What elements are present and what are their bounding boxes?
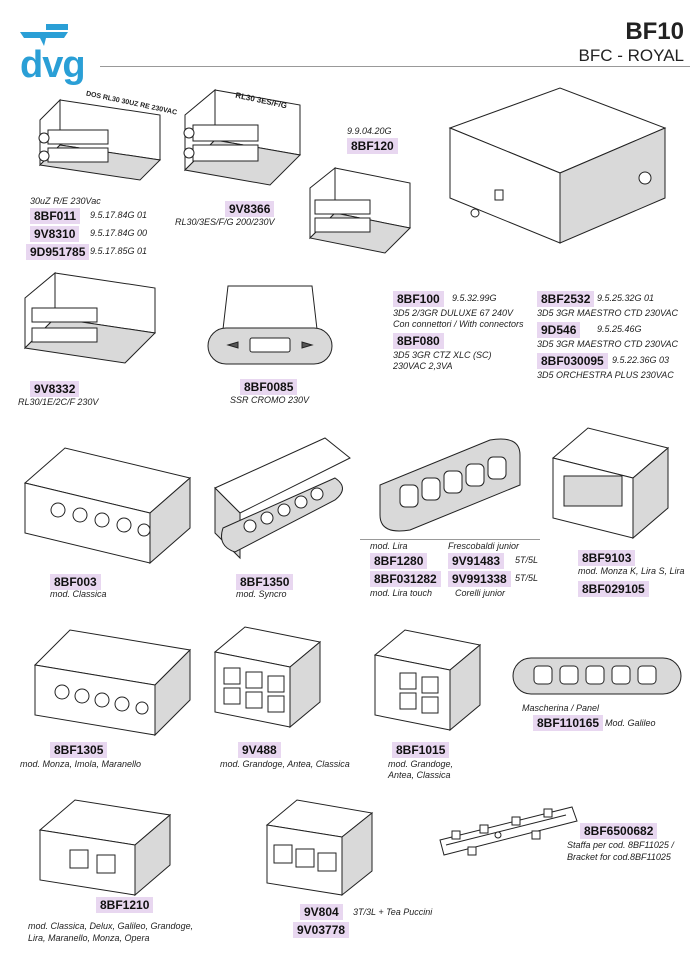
keypad-2-button-illustration xyxy=(38,799,172,897)
item-h-code: 8BF003 xyxy=(50,574,101,590)
item-q-code-2: 9V03778 xyxy=(293,922,350,938)
item-a-ref-1: 9.5.17.84G 01 xyxy=(90,210,148,220)
control-box-3d5-illustration xyxy=(448,87,667,244)
item-a-code-2: 9V8310 xyxy=(30,226,80,242)
item-r-desc-1: Staffa per cod. 8BF11025 / xyxy=(567,840,674,850)
item-f-desc: RL30/1E/2C/F 230V xyxy=(18,397,99,407)
item-b-desc: RL30/3ES/F/G 200/230V xyxy=(175,217,275,227)
keypad-monza-illustration xyxy=(33,629,192,737)
item-e-code-1: 8BF2532 xyxy=(537,291,595,307)
item-a-ref-2: 9.5.17.84G 00 xyxy=(90,228,148,238)
item-f-code: 9V8332 xyxy=(30,381,80,397)
item-a-code-1: 8BF011 xyxy=(30,208,81,224)
item-e-code-3: 8BF030095 xyxy=(537,353,608,369)
item-c-ref: 9.9.04.20G xyxy=(347,126,392,136)
item-n-code: 8BF1015 xyxy=(392,742,450,758)
page-subtitle: BFC - ROYAL xyxy=(578,46,684,65)
item-p-code: 8BF1210 xyxy=(96,897,154,913)
relay-30uz-illustration xyxy=(38,98,162,181)
item-b-code: 9V8366 xyxy=(225,201,275,217)
relay-3es-illustration xyxy=(183,88,302,186)
display-monza-illustration xyxy=(551,427,670,540)
item-l-code: 8BF1305 xyxy=(50,742,108,758)
item-r-desc-2: Bracket for cod.8BF11025 xyxy=(567,852,671,862)
relay-1e2c-illustration xyxy=(23,271,157,364)
item-j-hdr-1: mod. Lira xyxy=(370,541,408,551)
item-d-desc-4: 230VAC 2,3VA xyxy=(393,361,453,371)
item-m-desc: mod. Grandoge, Antea, Classica xyxy=(220,759,350,769)
item-j-desc-4: Corelli junior xyxy=(455,588,506,598)
item-q-code-1: 9V804 xyxy=(300,904,343,920)
item-n-desc-1: mod. Grandoge, xyxy=(388,759,454,769)
keypad-antea-illustration xyxy=(373,629,482,732)
item-g-desc: SSR CROMO 230V xyxy=(230,395,310,405)
page-title: BF10 xyxy=(625,18,684,45)
item-e-ref-3: 9.5.22.36G 03 xyxy=(612,355,670,365)
item-e-desc-2: 3D5 3GR MAESTRO CTD 230VAC xyxy=(537,339,679,349)
item-d-desc-2: Con connettori / With connectors xyxy=(393,319,524,329)
keypad-classica-illustration xyxy=(23,447,192,565)
module-8bf120-illustration xyxy=(308,166,412,254)
keypad-lira-illustration xyxy=(379,438,521,532)
logo-text: dvg xyxy=(20,44,86,86)
logo: dvg xyxy=(6,14,96,86)
item-j-ref-2: 5T/5L xyxy=(515,555,539,565)
item-k-desc: mod. Monza K, Lira S, Lira xyxy=(578,566,685,576)
item-d-desc-3: 3D5 3GR CTZ XLC (SC) xyxy=(393,350,492,360)
item-j-ref-4: 5T/5L xyxy=(515,573,539,583)
item-d-code-1: 8BF100 xyxy=(393,291,444,307)
item-m-code: 9V488 xyxy=(238,742,281,758)
panel-galileo-illustration xyxy=(512,657,682,695)
item-j-code-4: 9V991338 xyxy=(448,571,511,587)
item-i-desc: mod. Syncro xyxy=(236,589,287,599)
item-r-code: 8BF6500682 xyxy=(580,823,658,839)
item-p-desc-1: mod. Classica, Delux, Galileo, Grandoge, xyxy=(28,921,194,931)
item-j-desc-3: mod. Lira touch xyxy=(370,588,433,598)
item-h-desc: mod. Classica xyxy=(50,589,107,599)
item-e-code-2: 9D546 xyxy=(537,322,581,338)
item-l-desc: mod. Monza, Imola, Maranello xyxy=(20,759,142,769)
bracket-illustration xyxy=(439,806,578,856)
item-i-code: 8BF1350 xyxy=(236,574,294,590)
item-p-desc-2: Lira, Maranello, Monza, Opera xyxy=(28,933,150,943)
item-q-ref: 3T/3L + Tea Puccini xyxy=(353,907,433,917)
item-c-code: 8BF120 xyxy=(347,138,398,154)
item-a-desc: 30uZ R/E 230Vac xyxy=(30,196,101,206)
item-j-code-2: 9V91483 xyxy=(448,553,505,569)
item-d-code-2: 8BF080 xyxy=(393,333,444,349)
item-o-code: 8BF110165 xyxy=(533,715,604,731)
item-o-ref: Mod. Galileo xyxy=(605,718,656,728)
keypad-grandoge-illustration xyxy=(213,626,322,729)
keypad-syncro-illustration xyxy=(214,437,351,560)
item-e-ref-1: 9.5.25.32G 01 xyxy=(597,293,655,303)
logo-icon xyxy=(20,24,68,46)
item-a-code-3: 9D951785 xyxy=(26,244,90,260)
item-e-desc-1: 3D5 3GR MAESTRO CTD 230VAC xyxy=(537,308,679,318)
item-e-ref-2: 9.5.25.46G xyxy=(597,324,642,334)
ssr-cromo-illustration xyxy=(207,285,333,365)
item-d-desc-1: 3D5 2/3GR DULUXE 67 240V xyxy=(393,308,514,318)
item-k-code-1: 8BF9103 xyxy=(578,550,636,566)
item-a-ref-3: 9.5.17.85G 01 xyxy=(90,246,148,256)
item-j-divider xyxy=(360,539,540,540)
item-j-code-3: 8BF031282 xyxy=(370,571,441,587)
item-e-desc-3: 3D5 ORCHESTRA PLUS 230VAC xyxy=(537,370,674,380)
item-d-ref-1: 9.5.32.99G xyxy=(452,293,497,303)
item-n-desc-2: Antea, Classica xyxy=(388,770,451,780)
item-j-hdr-2: Frescobaldi junior xyxy=(448,541,520,551)
item-o-desc: Mascherina / Panel xyxy=(522,703,600,713)
item-k-code-2: 8BF029105 xyxy=(578,581,649,597)
item-g-code: 8BF0085 xyxy=(240,379,298,395)
keypad-puccini-illustration xyxy=(265,799,374,897)
header-divider xyxy=(100,66,690,67)
item-j-code-1: 8BF1280 xyxy=(370,553,428,569)
